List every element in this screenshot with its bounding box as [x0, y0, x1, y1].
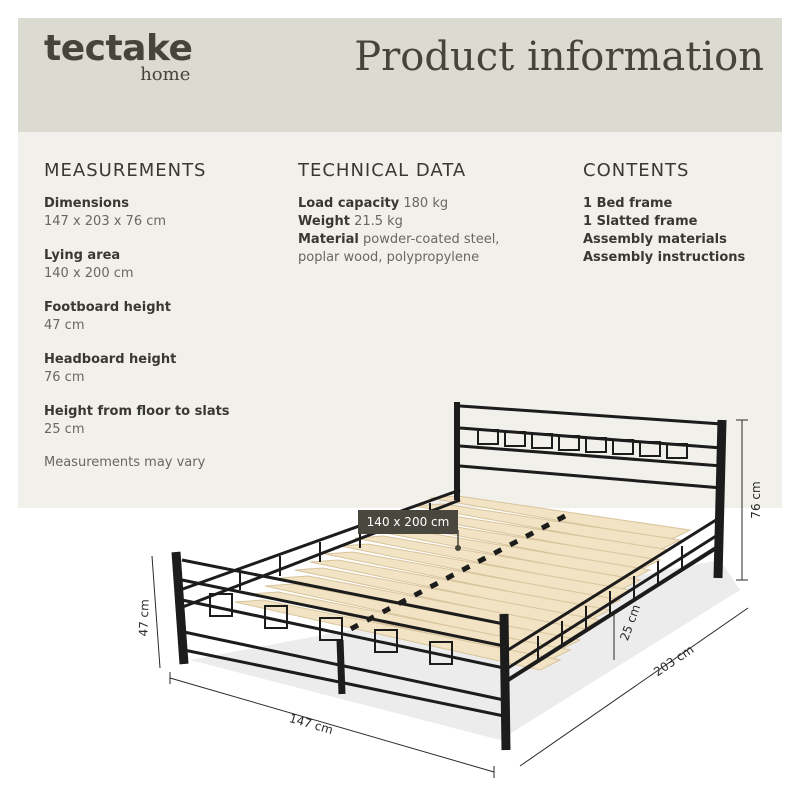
spec-lying-area: Lying area 140 x 200 cm: [44, 247, 230, 283]
center-beam: [343, 513, 567, 635]
spec-slat-height: Height from floor to slats 25 cm: [44, 403, 230, 439]
technical-heading: TECHNICAL DATA: [298, 160, 467, 181]
material-line-2: poplar wood, polypropylene: [298, 249, 499, 267]
material-label: Material: [298, 232, 359, 247]
spec-value: 140 x 200 cm: [44, 266, 134, 281]
spec-value: 76 cm: [44, 370, 85, 385]
info-panel: [18, 132, 782, 508]
spec-label: Footboard height: [44, 300, 171, 315]
contents-column: CONTENTS 1 Bed frame 1 Slatted frame Ass…: [583, 160, 745, 267]
material-value: powder-coated steel,: [362, 232, 500, 247]
load-value: 180 kg: [403, 196, 449, 211]
spec-label: Lying area: [44, 248, 121, 263]
footboard-label: 47 cm: [136, 599, 151, 637]
measurements-note: Measurements may vary: [44, 455, 206, 470]
material-value-2: poplar wood, polypropylene: [298, 250, 480, 265]
spec-footboard: Footboard height 47 cm: [44, 299, 230, 335]
spec-value: 25 cm: [44, 422, 85, 437]
spec-label: Headboard height: [44, 352, 177, 367]
measurements-column: MEASUREMENTS Dimensions 147 x 203 x 76 c…: [44, 160, 230, 470]
page-title: Product information: [354, 34, 764, 80]
spec-label: Dimensions: [44, 196, 129, 211]
brand-sub: home: [140, 64, 191, 85]
contents-item: Assembly materials: [583, 232, 727, 247]
weight: Weight 21.5 kg: [298, 213, 499, 231]
dimension-lines: [151, 419, 749, 778]
contents-item: 1 Bed frame: [583, 196, 673, 211]
lying-area-tag: 140 x 200 cm: [358, 510, 458, 534]
measurements-heading: MEASUREMENTS: [44, 160, 207, 181]
spec-value: 47 cm: [44, 318, 85, 333]
spec-value: 147 x 203 x 76 cm: [44, 214, 167, 229]
weight-value: 21.5 kg: [354, 214, 403, 229]
load-label: Load capacity: [298, 196, 400, 211]
material: Material powder-coated steel,: [298, 231, 499, 249]
width-label: 147 cm: [288, 711, 335, 737]
contents-heading: CONTENTS: [583, 160, 690, 181]
headboard: [454, 402, 727, 579]
load-capacity: Load capacity 180 kg: [298, 195, 499, 213]
spec-dimensions: Dimensions 147 x 203 x 76 cm: [44, 195, 230, 231]
weight-label: Weight: [298, 214, 350, 229]
spec-label: Height from floor to slats: [44, 404, 230, 419]
brand-name: tectake: [44, 28, 193, 69]
headboard-label: 76 cm: [749, 481, 763, 518]
brand-logo: tectake home: [44, 28, 193, 86]
contents-item: 1 Slatted frame: [583, 214, 698, 229]
header-banner: [18, 18, 782, 132]
length-label: 203 cm: [651, 642, 696, 679]
technical-column: TECHNICAL DATA Load capacity 180 kg Weig…: [298, 160, 499, 267]
tag-dot: [455, 545, 461, 551]
spec-headboard: Headboard height 76 cm: [44, 351, 230, 387]
contents-item: Assembly instructions: [583, 250, 746, 265]
footboard: [171, 551, 511, 751]
